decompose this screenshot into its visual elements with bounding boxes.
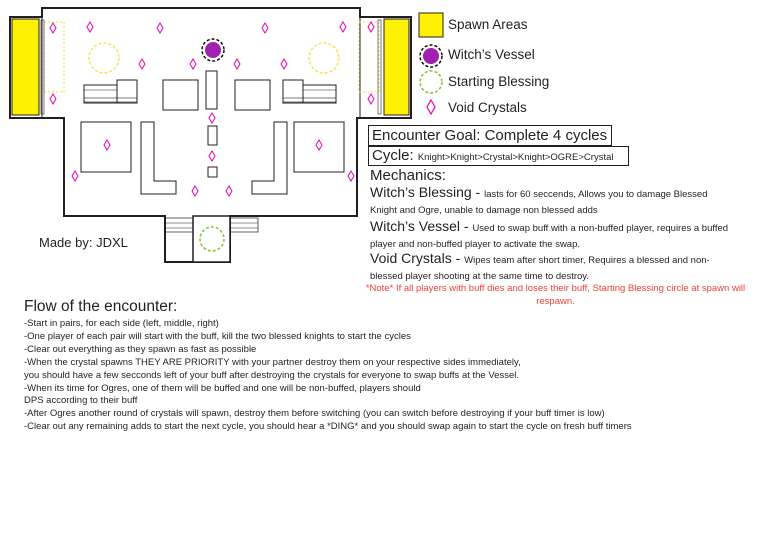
pillar-upper-left bbox=[116, 79, 138, 104]
pillar-center-2 bbox=[207, 166, 218, 178]
flow-list: -Start in pairs, for each side (left, mi… bbox=[24, 318, 754, 434]
void-crystal bbox=[156, 22, 164, 34]
void-crystal bbox=[225, 185, 233, 197]
cycle-sequence: Knight>Knight>Crystal>Knight>OGRE>Crysta… bbox=[417, 152, 614, 163]
respawn-note: *Note* If all players with buff dies and… bbox=[365, 283, 746, 307]
pillar-upper-right bbox=[282, 79, 304, 104]
legend-vessel-label: Witch’s Vessel bbox=[448, 47, 535, 62]
encounter-goal: Encounter Goal: Complete 4 cycles bbox=[368, 125, 612, 146]
stairs-bottom-right bbox=[229, 217, 259, 233]
stairs-left bbox=[40, 19, 45, 115]
void-crystal bbox=[189, 58, 197, 70]
void-crystal bbox=[261, 22, 269, 34]
legend-blessing-label: Starting Blessing bbox=[448, 74, 550, 89]
void-crystal bbox=[367, 21, 375, 33]
spawn-room-bottom bbox=[192, 215, 231, 263]
void-crystal bbox=[86, 21, 94, 33]
spawn-pad-left bbox=[88, 42, 120, 74]
legend-crystal-label: Void Crystals bbox=[448, 100, 527, 115]
pillar-center-1 bbox=[207, 125, 218, 146]
void-crystal bbox=[208, 150, 216, 162]
made-by-credit: Made by: JDXL bbox=[39, 235, 128, 250]
void-crystal bbox=[233, 58, 241, 70]
legend-blessing-icon bbox=[419, 70, 443, 94]
pillar-upper-mid-left bbox=[162, 79, 199, 111]
cycle-box: Cycle: Knight>Knight>Crystal>Knight>OGRE… bbox=[368, 146, 629, 166]
spawn-area-left bbox=[11, 18, 40, 116]
mechanic-desc: Wipes team after short timer, Requires a… bbox=[370, 255, 710, 282]
legend-vessel-icon bbox=[423, 48, 439, 64]
void-crystal bbox=[280, 58, 288, 70]
flow-step: -When its time for Ogres, one of them wi… bbox=[24, 382, 421, 394]
cycle-prefix: Cycle: bbox=[372, 147, 418, 164]
flow-step: -When the crystal spawns THEY ARE PRIORI… bbox=[24, 356, 521, 368]
witch-vessel-ring bbox=[201, 38, 225, 62]
void-crystal-group bbox=[49, 21, 375, 197]
pillar-upper-mid-right bbox=[234, 79, 271, 111]
void-crystal bbox=[208, 112, 216, 124]
mechanic-name: Witch’s Vessel - bbox=[370, 218, 473, 234]
legend-spawn-label: Spawn Areas bbox=[448, 17, 528, 32]
mechanic-witch-vessel: Witch’s Vessel - Used to swap buff with … bbox=[370, 218, 730, 253]
inner-walls bbox=[41, 17, 361, 126]
flow-step: DPS according to their buff bbox=[24, 395, 138, 407]
spawn-zone-right bbox=[358, 21, 380, 93]
flow-step: -After Ogres another round of crystals w… bbox=[24, 408, 605, 420]
void-crystal bbox=[367, 93, 375, 105]
legend-vessel-ring bbox=[419, 44, 443, 68]
legend-spawn-swatch bbox=[418, 12, 444, 38]
flow-step: -Clear out any remaining adds to start t… bbox=[24, 421, 632, 433]
flow-step: -Start in pairs, for each side (left, mi… bbox=[24, 318, 219, 329]
void-crystal bbox=[347, 170, 355, 182]
wall-left-l bbox=[140, 121, 177, 195]
flow-title: Flow of the encounter: bbox=[24, 298, 178, 315]
mechanic-name: Witch’s Blessing - bbox=[370, 184, 485, 200]
rail-upper-left bbox=[83, 97, 138, 103]
void-crystal bbox=[191, 185, 199, 197]
spawn-area-right bbox=[383, 18, 410, 116]
stairs-right bbox=[377, 19, 382, 115]
void-crystal bbox=[339, 21, 347, 33]
legend-crystal-icon bbox=[426, 98, 436, 116]
mechanic-desc: lasts for 60 seccends, Allows you to dam… bbox=[370, 189, 708, 216]
void-crystal bbox=[49, 93, 57, 105]
rail-upper-right bbox=[282, 97, 337, 103]
mechanic-name: Void Crystals - bbox=[370, 250, 465, 266]
void-crystal bbox=[138, 58, 146, 70]
mechanic-witch-blessing: Witch’s Blessing - lasts for 60 seccends… bbox=[370, 184, 730, 219]
void-crystal bbox=[49, 22, 57, 34]
block-right bbox=[293, 121, 345, 173]
void-crystal bbox=[315, 139, 323, 151]
witch-vessel bbox=[205, 42, 221, 58]
wall-right-l bbox=[251, 121, 288, 195]
spawn-pad-right bbox=[308, 42, 340, 74]
void-crystal bbox=[103, 139, 111, 151]
mechanics-title: Mechanics: bbox=[370, 167, 446, 184]
pillar-center-top bbox=[205, 70, 218, 110]
flow-step: you should have a few secconds left of y… bbox=[24, 369, 519, 381]
flow-step: -Clear out everything as they spawn as f… bbox=[24, 343, 257, 355]
mechanic-desc: Used to swap buff with a non-buffed play… bbox=[370, 223, 729, 250]
flow-step: -One player of each pair will start with… bbox=[24, 330, 411, 342]
void-crystal bbox=[71, 170, 79, 182]
starting-blessing-bottom bbox=[199, 226, 225, 252]
mechanic-void-crystals: Void Crystals - Wipes team after short t… bbox=[370, 250, 730, 285]
bench-right bbox=[302, 84, 337, 104]
